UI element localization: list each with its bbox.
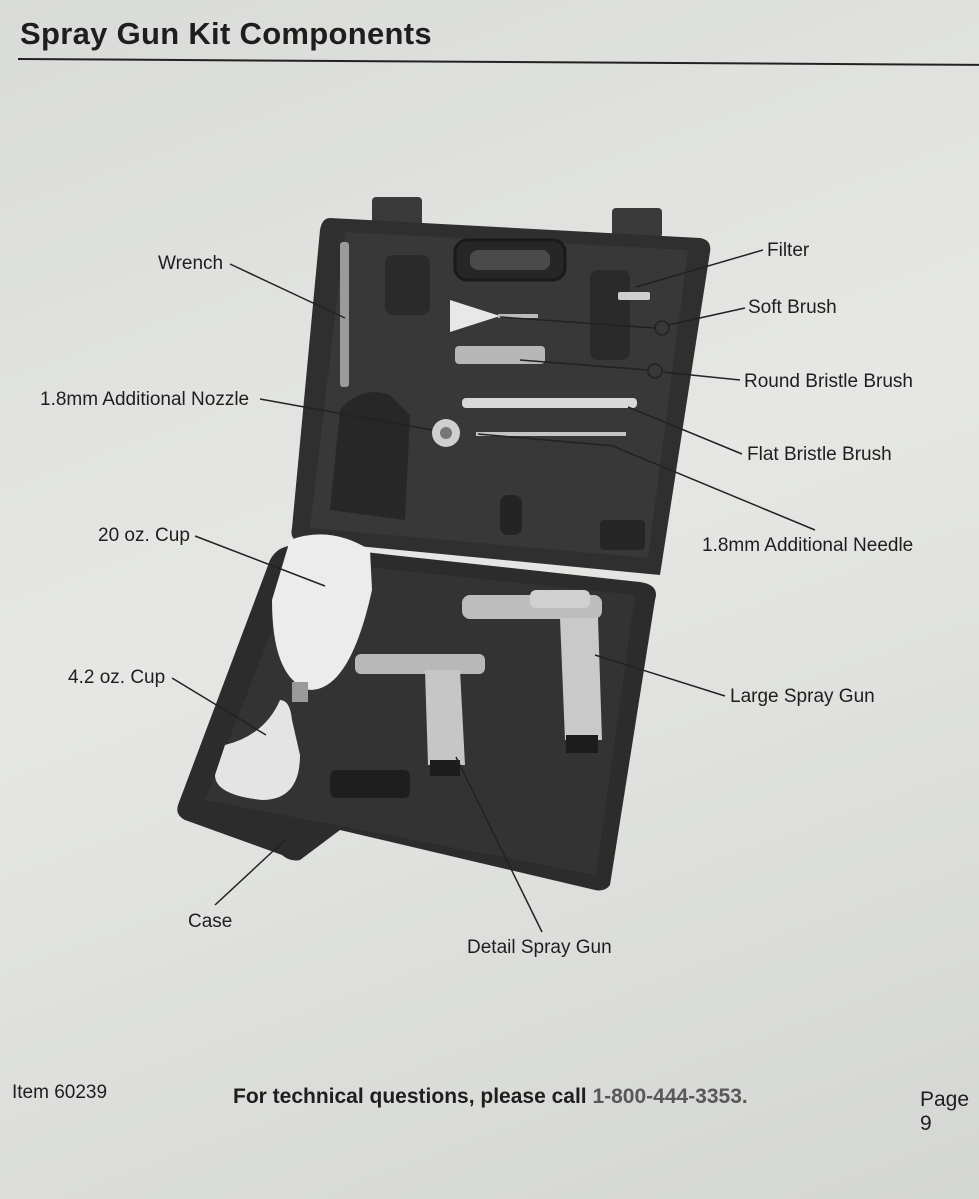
filter-part bbox=[618, 292, 650, 300]
wrench-part bbox=[340, 242, 349, 387]
callout-large-gun: Large Spray Gun bbox=[730, 686, 875, 707]
detail-spray-gun bbox=[355, 654, 485, 776]
callout-wrench: Wrench bbox=[158, 253, 224, 274]
callout-detail-gun: Detail Spray Gun bbox=[467, 937, 612, 958]
nozzle-part bbox=[432, 419, 460, 447]
soft-brush-part bbox=[450, 300, 538, 332]
callout-round-brush: Round Bristle Brush bbox=[744, 371, 913, 392]
callout-case: Case bbox=[188, 911, 233, 932]
callout-cup-4oz: 4.2 oz. Cup bbox=[68, 667, 166, 688]
callout-soft-brush: Soft Brush bbox=[748, 297, 837, 318]
footer-question-text: For technical questions, please call bbox=[233, 1085, 593, 1108]
callout-needle: 1.8mm Additional Needle bbox=[702, 535, 914, 556]
cup-4oz bbox=[215, 700, 300, 800]
cup-20oz bbox=[272, 534, 372, 702]
callout-flat-brush: Flat Bristle Brush bbox=[747, 444, 892, 465]
case-lid bbox=[291, 197, 711, 575]
callout-filter: Filter bbox=[767, 240, 810, 261]
page-title: Spray Gun Kit Components bbox=[20, 16, 432, 51]
footer-item-number: Item 60239 bbox=[12, 1082, 108, 1103]
footer-page-number: Page 9 bbox=[920, 1088, 970, 1135]
footer-tech-question: For technical questions, please call 1-8… bbox=[233, 1085, 748, 1109]
callout-nozzle: 1.8mm Additional Nozzle bbox=[40, 389, 250, 410]
callout-cup-20oz: 20 oz. Cup bbox=[98, 525, 190, 546]
footer-phone: 1-800-444-3353. bbox=[592, 1085, 748, 1108]
flat-brush-part bbox=[462, 398, 637, 408]
needle-part bbox=[476, 432, 626, 436]
leader-lines bbox=[171, 249, 816, 933]
large-spray-gun bbox=[462, 590, 602, 753]
